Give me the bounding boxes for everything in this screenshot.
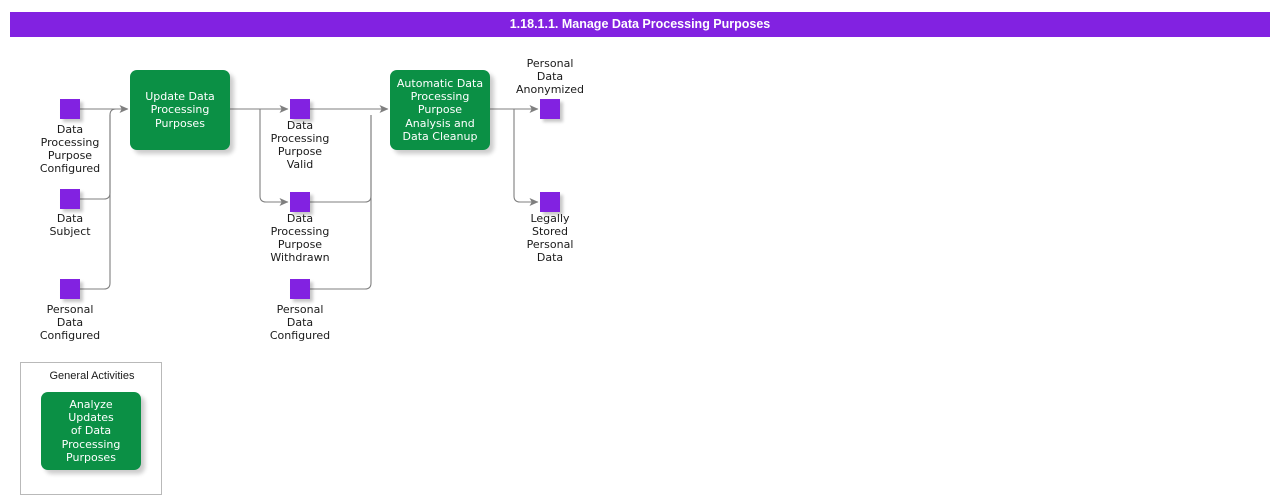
event-personal-data-configured-mid[interactable] [290, 279, 310, 299]
event-data-processing-purpose-configured[interactable] [60, 99, 80, 119]
event-label-data-processing-purpose-withdrawn: Data Processing Purpose Withdrawn [270, 212, 330, 264]
event-label-data-processing-purpose-valid: Data Processing Purpose Valid [270, 119, 330, 171]
event-label-personal-data-configured: Personal Data Configured [39, 303, 101, 342]
activity-automatic-data-processing-purpose-analysis-and-data-cleanup[interactable]: Automatic Data Processing Purpose Analys… [390, 70, 490, 150]
event-label-data-processing-purpose-configured: Data Processing Purpose Configured [39, 123, 101, 175]
event-personal-data-anonymized[interactable] [540, 99, 560, 119]
page-title: 1.18.1.1. Manage Data Processing Purpose… [10, 12, 1270, 37]
event-label-legally-stored-personal-data: Legally Stored Personal Data [526, 212, 574, 264]
event-legally-stored-personal-data[interactable] [540, 192, 560, 212]
general-activities-title: General Activities [49, 370, 135, 382]
activity-update-data-processing-purposes[interactable]: Update Data Processing Purposes [130, 70, 230, 150]
event-personal-data-configured[interactable] [60, 279, 80, 299]
wire-automatic-to-legally-stored [513, 109, 539, 206]
activity-analyze-updates-of-data-processing-purposes[interactable]: Analyze Updates of Data Processing Purpo… [41, 392, 141, 470]
general-activities-group: General Activities Analyze Updates of Da… [20, 362, 162, 495]
event-label-personal-data-anonymized: Personal Data Anonymized [515, 57, 584, 96]
event-label-data-subject: Data Subject [49, 212, 91, 238]
event-data-subject[interactable] [60, 189, 80, 209]
event-data-processing-purpose-withdrawn[interactable] [290, 192, 310, 212]
event-label-personal-data-configured-mid: Personal Data Configured [269, 303, 331, 342]
event-data-processing-purpose-valid[interactable] [290, 99, 310, 119]
